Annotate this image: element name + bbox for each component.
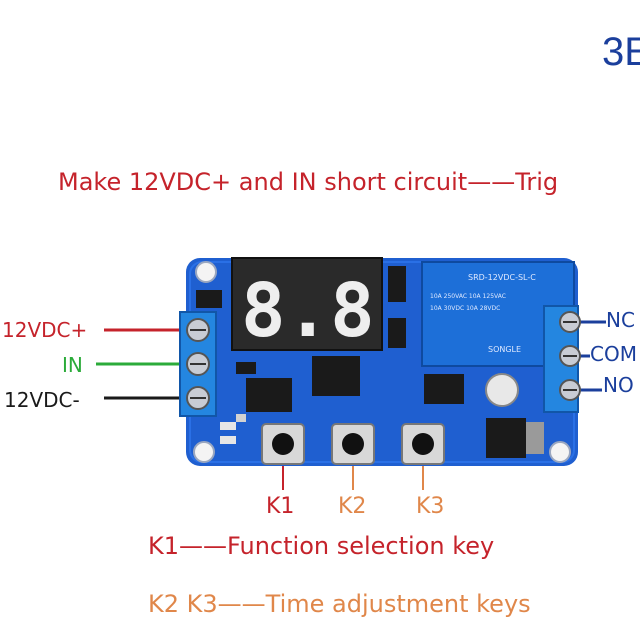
mount-hole — [549, 441, 571, 463]
fuse-component — [196, 290, 222, 308]
relay-rating-1: 10A 250VAC 10A 125VAC — [430, 293, 506, 300]
transistor — [424, 374, 464, 404]
label-12vdc-plus: 12VDC+ — [2, 318, 88, 342]
label-k2: K2 — [338, 494, 367, 519]
jumper-header — [388, 318, 406, 348]
jumper-header — [388, 266, 406, 302]
capacitor — [485, 373, 519, 407]
label-k1: K1 — [266, 494, 295, 519]
label-nc: NC — [606, 308, 635, 332]
relay-rating-2: 10A 30VDC 10A 28VDC — [430, 305, 500, 312]
seven-segment-display — [231, 257, 383, 351]
label-k3: K3 — [416, 494, 445, 519]
optocoupler-chip — [246, 378, 292, 412]
label-no: NO — [603, 373, 634, 397]
mount-hole — [195, 261, 217, 283]
key-k1-button[interactable] — [261, 423, 305, 465]
corner-text: 3E — [602, 30, 640, 74]
regulator-tab — [526, 422, 544, 454]
relay-brand: SONGLE — [488, 345, 521, 354]
relay-model: SRD-12VDC-SL-C — [468, 273, 536, 282]
key-k2-button[interactable] — [331, 423, 375, 465]
label-in: IN — [62, 353, 83, 377]
k1-description: K1——Function selection key — [148, 532, 495, 560]
k2-k3-description: K2 K3——Time adjustment keys — [148, 590, 531, 618]
regulator — [486, 418, 526, 458]
microcontroller-chip — [312, 356, 360, 396]
mount-hole — [193, 441, 215, 463]
label-com: COM — [590, 342, 637, 366]
key-k3-button[interactable] — [401, 423, 445, 465]
label-12vdc-minus: 12VDC- — [4, 388, 80, 412]
trigger-instruction: Make 12VDC+ and IN short circuit——Trig — [58, 168, 559, 196]
